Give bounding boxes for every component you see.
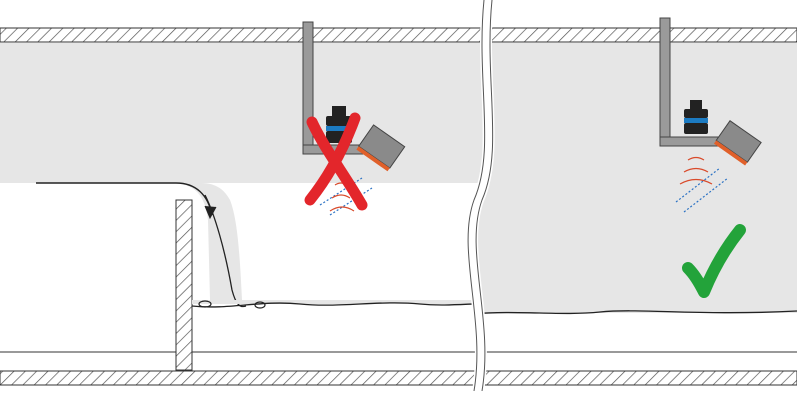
break-line (466, 0, 495, 392)
panel-incorrect (0, 21, 489, 386)
eddy-left (198, 300, 212, 308)
ultrasonic-sensor-icon (684, 100, 708, 134)
channel-water-left (0, 43, 489, 183)
channel-water-right (472, 43, 797, 313)
bottom-wall-right (472, 370, 797, 386)
weir-wall (175, 199, 193, 371)
signal-waves-left (319, 177, 373, 216)
mounting-bracket-right (659, 17, 671, 145)
radar-sensor-icon (713, 120, 762, 166)
top-wall-left (0, 27, 489, 43)
red-cross-icon (304, 112, 368, 211)
panel-correct (472, 17, 797, 386)
water-surface-right (472, 310, 797, 315)
water-surface-left (191, 302, 489, 308)
ultrasonic-sensor-icon (326, 106, 352, 143)
radar-sensor-icon (356, 124, 406, 172)
bottom-wall-left (0, 370, 489, 386)
inlet-water (0, 183, 242, 300)
flow-arrow-icon (204, 205, 217, 220)
top-wall-right (472, 27, 797, 43)
green-check-icon (682, 224, 746, 298)
eddy-right (254, 301, 266, 309)
signal-waves-right (675, 156, 729, 213)
